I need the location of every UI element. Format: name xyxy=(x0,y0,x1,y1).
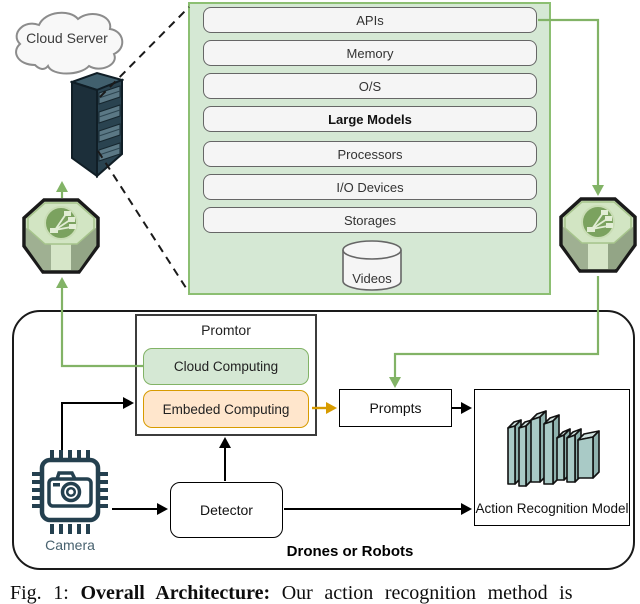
arrowhead-into-server xyxy=(56,181,68,192)
edge-node-icon-left xyxy=(22,198,100,274)
row-storages: Storages xyxy=(203,207,537,233)
caption-text: Our action recognition method is xyxy=(270,582,573,604)
prompts-box: Prompts xyxy=(339,389,452,427)
cloud-computing-box: Cloud Computing xyxy=(143,348,309,385)
promtor-box: Promtor Cloud Computing Embeded Computin… xyxy=(135,314,317,436)
camera-label: Camera xyxy=(45,537,95,553)
action-recognition-model-label: Action Recognition Model xyxy=(475,501,629,517)
cloud-server-label: Cloud Server xyxy=(26,30,108,46)
arrowhead-into-right-node xyxy=(592,185,604,196)
server-rack-icon xyxy=(70,71,124,179)
drones-robots-label: Drones or Robots xyxy=(286,543,414,560)
row-apis: APIs xyxy=(203,7,537,33)
promtor-title: Promtor xyxy=(201,322,251,338)
detector-box: Detector xyxy=(170,482,283,538)
embedded-computing-box: Embeded Computing xyxy=(143,390,309,428)
caption-title: Overall Architecture: xyxy=(80,582,271,604)
row-large-models: Large Models xyxy=(203,106,537,132)
cloud-stack-panel: APIs Memory O/S Large Models Processors … xyxy=(188,2,551,295)
nn-layers-icon xyxy=(507,410,600,487)
caption-fig-number: Fig. 1: xyxy=(10,582,81,604)
camera-chip-icon xyxy=(32,450,108,534)
videos-db-label: Videos xyxy=(352,271,392,286)
row-memory: Memory xyxy=(203,40,537,66)
edge-node-icon-right xyxy=(559,197,637,273)
arrowhead-into-left-node xyxy=(56,277,68,288)
row-os: O/S xyxy=(203,73,537,99)
row-processors: Processors xyxy=(203,141,537,167)
action-recognition-model-box: Action Recognition Model xyxy=(474,389,630,526)
figure-caption: Fig. 1: Overall Architecture: Our action… xyxy=(10,582,632,604)
row-io-devices: I/O Devices xyxy=(203,174,537,200)
